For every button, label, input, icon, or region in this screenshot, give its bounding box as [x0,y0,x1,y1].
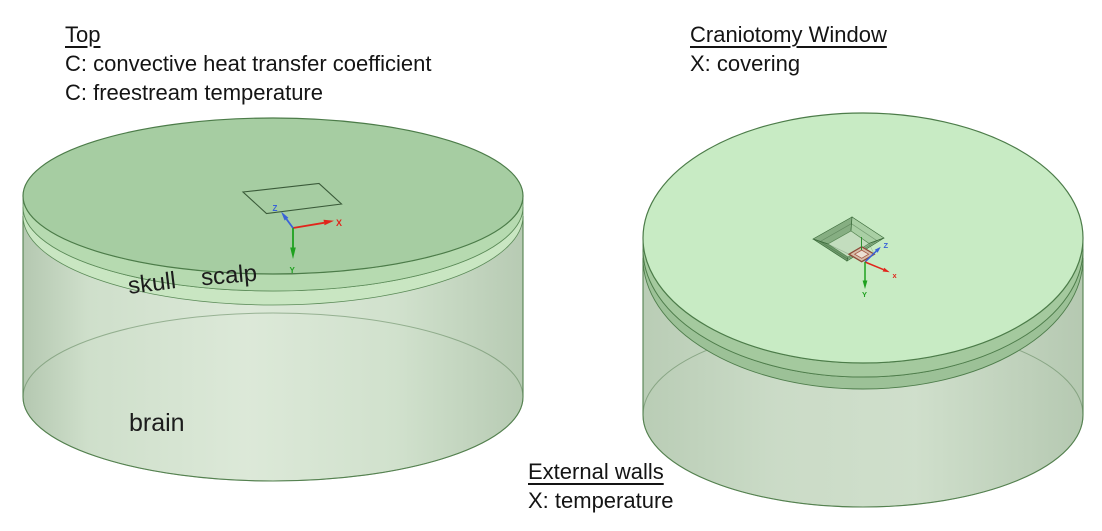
left-axis-triad: X Y Z [273,204,343,275]
brain-label: brain [129,409,185,437]
left-z-axis [285,218,294,229]
recess-floor-seam-left [827,243,850,255]
recess-floor [827,230,870,258]
left-z-axis-label: Z [273,204,278,213]
left-x-axis-label: X [336,218,342,228]
right-cylinder-figure: Z x Y [642,112,1084,508]
left-craniotomy-square-outline [241,182,343,215]
recess-floor-seam-right [868,243,875,255]
craniotomy-recess [812,216,885,263]
left-y-axis-label: Y [290,266,296,275]
left-x-arrowhead [323,219,334,226]
craniotomy-line-1: X: covering [690,51,801,76]
external-walls-heading: External walls [528,459,664,484]
top-boundary-heading: Top [65,22,101,47]
left-top-face [22,117,524,275]
top-boundary-line-2: C: freestream temperature [65,80,323,105]
right-y-arrowhead [862,280,868,289]
right-brain-wall [643,258,1083,507]
left-x-axis [292,221,325,229]
top-boundary-note: Top C: convective heat transfer coeffici… [65,20,431,107]
right-y-axis-label: Y [862,290,867,299]
left-z-arrowhead [281,211,289,221]
external-walls-line-1: X: temperature [528,488,674,513]
skull-label: skull [126,267,178,300]
left-y-arrowhead [290,247,296,259]
right-x-axis [864,261,884,271]
right-z-axis-label: Z [884,241,889,250]
right-axis-triad: Z x Y [862,241,898,299]
right-brain-outline [642,258,1084,508]
left-brain-wall [23,216,523,481]
right-x-axis-label: x [893,271,898,280]
recess-layer-step-line [819,223,878,260]
right-z-axis [864,250,877,263]
right-z-arrowhead [874,246,881,253]
covering-window-inner [853,249,870,259]
right-x-arrowhead [882,267,890,273]
left-cylinder-figure: X Y Z [22,117,524,482]
external-walls-note: External walls X: temperature [528,457,674,515]
craniotomy-note: Craniotomy Window X: covering [690,20,887,78]
scalp-label: scalp [199,259,259,292]
left-brain-outline [22,216,524,482]
craniotomy-heading: Craniotomy Window [690,22,887,47]
top-boundary-line-1: C: convective heat transfer coefficient [65,51,432,76]
